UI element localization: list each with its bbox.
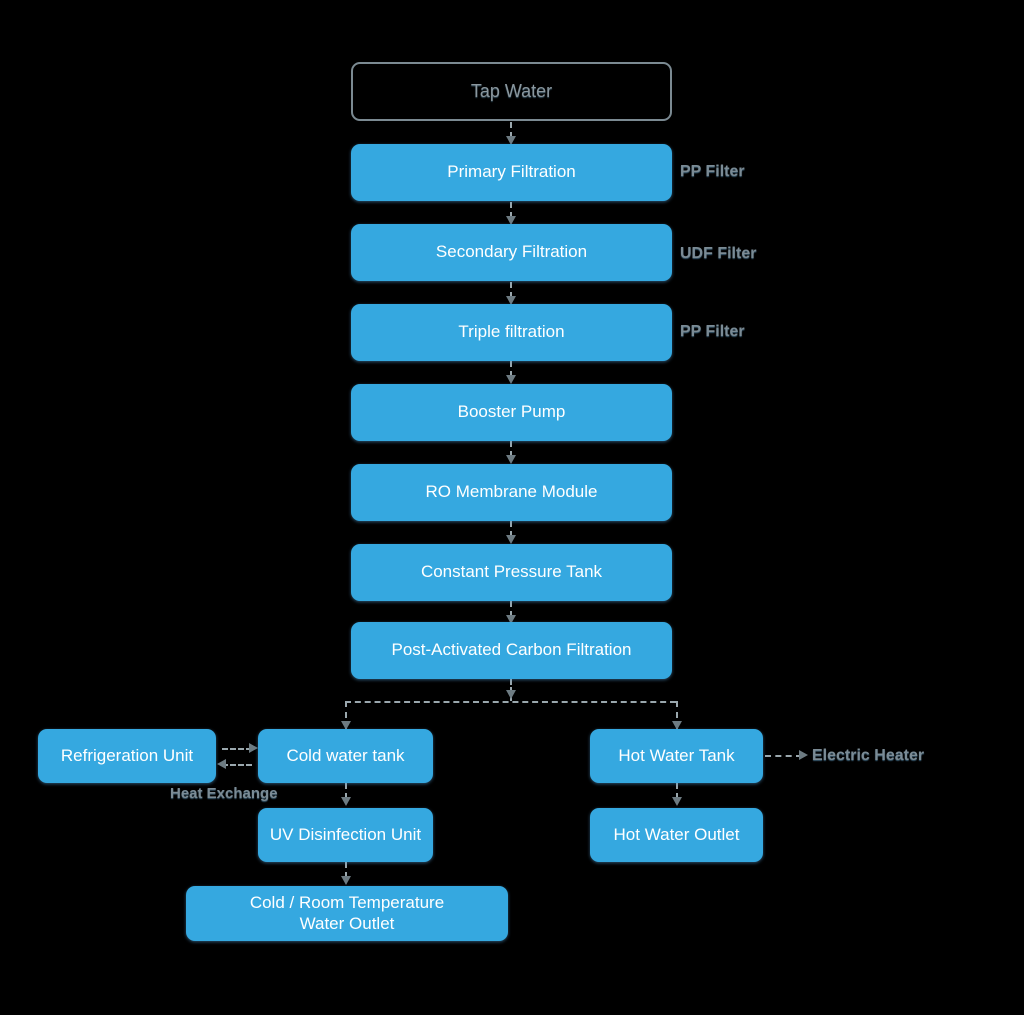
arrow-postcarbon-junction: [506, 690, 516, 699]
arrow-refrigeration-to-coldtank: [249, 743, 258, 753]
side-label-pp-filter-triple: PP Filter: [680, 323, 745, 340]
node-triple-filtration[interactable]: Triple filtration: [351, 304, 672, 361]
node-cold-room-temperature-water-outlet[interactable]: Cold / Room Temperature Water Outlet: [186, 886, 508, 941]
arrow-junction-to-hot: [672, 721, 682, 730]
arrow-hottank-to-heater: [799, 750, 808, 760]
edge-junction-to-hot: [676, 701, 678, 729]
edge-junction-to-cold: [345, 701, 347, 729]
arrow-secondary-to-triple: [506, 296, 516, 305]
node-constant-pressure-tank[interactable]: Constant Pressure Tank: [351, 544, 672, 601]
arrow-hottank-to-outlet: [672, 797, 682, 806]
edge-coldtank-to-uv: [345, 783, 347, 799]
side-label-pp-filter-primary: PP Filter: [680, 163, 745, 180]
arrow-tank-to-postcarbon: [506, 615, 516, 624]
node-post-activated-carbon-filtration[interactable]: Post-Activated Carbon Filtration: [351, 622, 672, 679]
arrow-junction-to-cold: [341, 721, 351, 730]
side-label-udf-filter: UDF Filter: [680, 245, 757, 262]
edge-secondary-to-triple: [510, 282, 512, 298]
arrow-uv-to-outlet: [341, 876, 351, 885]
edge-refrigeration-to-coldtank: [222, 748, 252, 750]
edge-triple-to-booster: [510, 361, 512, 377]
edge-uv-to-outlet: [345, 862, 347, 878]
node-tap-water[interactable]: Tap Water: [351, 62, 672, 121]
edge-booster-to-ro: [510, 441, 512, 457]
node-uv-disinfection-unit[interactable]: UV Disinfection Unit: [258, 808, 433, 862]
arrow-coldtank-to-refrigeration: [217, 759, 226, 769]
edge-label-heat-exchange: Heat Exchange: [170, 785, 278, 802]
side-label-electric-heater: Electric Heater: [812, 747, 925, 764]
node-hot-water-outlet[interactable]: Hot Water Outlet: [590, 808, 763, 862]
node-primary-filtration[interactable]: Primary Filtration: [351, 144, 672, 201]
arrow-primary-to-secondary: [506, 216, 516, 225]
edge-hottank-to-outlet: [676, 783, 678, 799]
node-booster-pump[interactable]: Booster Pump: [351, 384, 672, 441]
arrow-ro-to-tank: [506, 535, 516, 544]
edge-coldtank-to-refrigeration: [222, 764, 252, 766]
edge-junction-horizontal: [345, 701, 676, 703]
arrow-tap-to-primary: [506, 136, 516, 145]
edge-hottank-to-heater: [765, 755, 802, 757]
arrow-booster-to-ro: [506, 455, 516, 464]
edge-tap-to-primary: [510, 122, 512, 138]
node-refrigeration-unit[interactable]: Refrigeration Unit: [38, 729, 216, 783]
node-ro-membrane-module[interactable]: RO Membrane Module: [351, 464, 672, 521]
edge-ro-to-tank: [510, 521, 512, 537]
edge-tank-to-postcarbon: [510, 601, 512, 617]
node-secondary-filtration[interactable]: Secondary Filtration: [351, 224, 672, 281]
node-hot-water-tank[interactable]: Hot Water Tank: [590, 729, 763, 783]
node-cold-water-tank[interactable]: Cold water tank: [258, 729, 433, 783]
arrow-triple-to-booster: [506, 375, 516, 384]
arrow-coldtank-to-uv: [341, 797, 351, 806]
edge-primary-to-secondary: [510, 202, 512, 218]
